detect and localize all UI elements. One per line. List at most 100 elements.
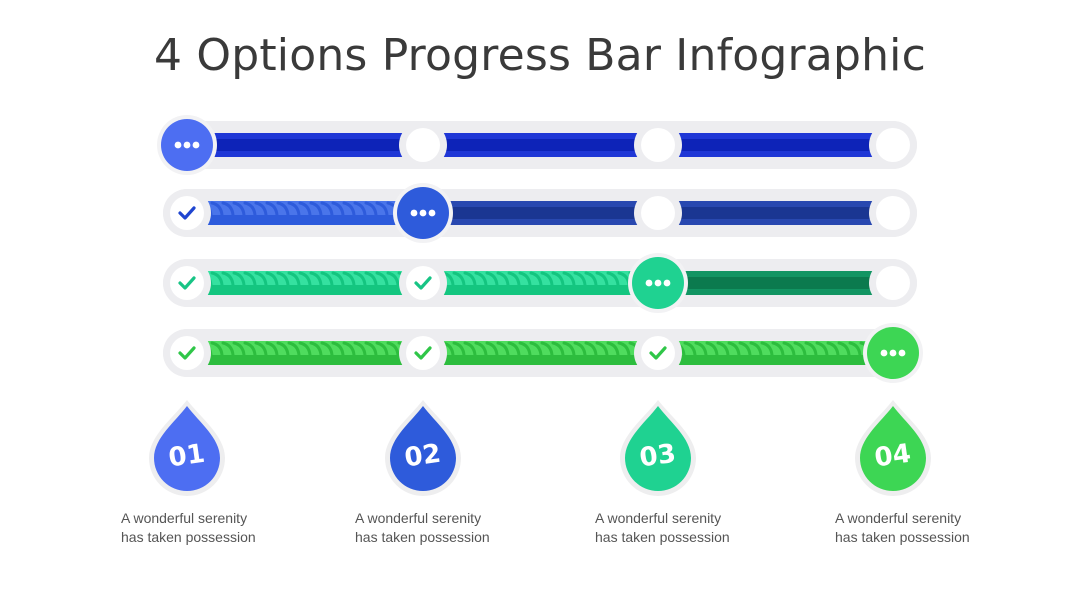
- option-caption-2: A wonderful serenity has taken possessio…: [355, 509, 535, 547]
- bar-stripe: [683, 341, 697, 357]
- bar-stripe: [232, 201, 246, 217]
- bar-stripe: [342, 201, 356, 217]
- bar-stripe: [287, 271, 301, 287]
- check-icon: [414, 276, 432, 290]
- drop-fill: [390, 406, 456, 491]
- bar-stripe: [320, 271, 334, 287]
- caption-line-1: A wonderful serenity: [835, 510, 962, 526]
- caption-line-2: has taken possession: [595, 529, 730, 545]
- bar-stripe: [386, 271, 400, 287]
- bar-stripe: [595, 341, 609, 357]
- bar-stripe: [364, 341, 378, 357]
- bar-stripe: [265, 201, 279, 217]
- option-caption-4: A wonderful serenity has taken possessio…: [835, 509, 1015, 547]
- dots-icon: [663, 279, 671, 287]
- option-badge-3: 03: [612, 398, 704, 500]
- dots-icon: [645, 279, 653, 287]
- bar-stripe: [452, 271, 466, 287]
- bar-stripe: [276, 271, 290, 287]
- option-number: 02: [403, 439, 443, 474]
- bar-stripe: [243, 271, 257, 287]
- node-pending: [876, 196, 910, 230]
- option-badge-1: 01: [141, 398, 233, 500]
- progress-bar-1: [157, 115, 917, 175]
- bar-stripe: [496, 271, 510, 287]
- node-pending: [876, 266, 910, 300]
- bar-stripe: [507, 341, 521, 357]
- dots-icon: [428, 209, 436, 217]
- bar-stripe: [221, 271, 235, 287]
- drop-fill: [625, 406, 691, 491]
- bar-stripe: [749, 341, 763, 357]
- bar-stripe: [331, 201, 345, 217]
- bar-fill-base: [201, 215, 423, 225]
- dots-icon: [419, 209, 427, 217]
- bar-fill-highlight: [201, 341, 893, 355]
- bar-stripe: [320, 201, 334, 217]
- bar-stripe: [518, 341, 532, 357]
- bar-stripe: [265, 341, 279, 357]
- bar-stripe: [804, 341, 818, 357]
- bar-fill-base: [201, 355, 893, 365]
- bar-stripe: [738, 341, 752, 357]
- bar-stripe: [529, 271, 543, 287]
- bar-stripe: [353, 271, 367, 287]
- bar-stripe: [771, 341, 785, 357]
- bar-stripe: [826, 341, 840, 357]
- node-pending: [641, 128, 675, 162]
- caption-line-2: has taken possession: [835, 529, 970, 545]
- check-icon: [178, 346, 196, 360]
- bar-stripe: [364, 201, 378, 217]
- bar-stripe: [276, 341, 290, 357]
- bar-stripe: [562, 271, 576, 287]
- bar-stripe: [342, 271, 356, 287]
- bar-stripe: [276, 201, 290, 217]
- bar-stripe: [364, 271, 378, 287]
- bar-stripe: [848, 341, 862, 357]
- bar-stripe: [331, 271, 345, 287]
- bar-stripe: [507, 271, 521, 287]
- bar-stripe: [551, 271, 565, 287]
- option-number: 01: [167, 439, 207, 474]
- dots-icon: [654, 279, 662, 287]
- bar-stripe: [485, 271, 499, 287]
- check-icon: [414, 346, 432, 360]
- option-caption-3: A wonderful serenity has taken possessio…: [595, 509, 775, 547]
- dots-icon: [174, 141, 182, 149]
- bar-stripe: [595, 271, 609, 287]
- bar-stripe: [573, 341, 587, 357]
- caption-line-1: A wonderful serenity: [355, 510, 482, 526]
- drop-icon: 04: [855, 400, 931, 496]
- bar-stripe: [254, 271, 268, 287]
- bar-stripe: [793, 341, 807, 357]
- bar-stripe: [463, 341, 477, 357]
- bar-stripe: [375, 341, 389, 357]
- dots-icon: [898, 349, 906, 357]
- caption-line-1: A wonderful serenity: [121, 510, 248, 526]
- progress-bar-2: [163, 183, 917, 243]
- option-badge-4: 04: [847, 398, 939, 500]
- caption-line-2: has taken possession: [121, 529, 256, 545]
- bar-stripe: [551, 341, 565, 357]
- node-pending: [876, 128, 910, 162]
- bar-remaining-highlight: [658, 271, 889, 277]
- bar-stripe: [540, 341, 554, 357]
- drop-icon: 01: [149, 400, 225, 496]
- option-badge-2: 02: [377, 398, 469, 500]
- bar-stripe: [221, 341, 235, 357]
- bar-stripe: [309, 201, 323, 217]
- option-number: 04: [873, 439, 913, 474]
- bar-stripe: [617, 341, 631, 357]
- bar-stripe: [287, 201, 301, 217]
- drop-icon: 03: [620, 400, 696, 496]
- bar-stripe: [837, 341, 851, 357]
- bar-stripe: [606, 341, 620, 357]
- bar-stripe: [232, 341, 246, 357]
- bar-stripe: [562, 341, 576, 357]
- dots-icon: [183, 141, 191, 149]
- bar-stripe: [232, 271, 246, 287]
- bar-stripe: [584, 341, 598, 357]
- node-done: [170, 196, 204, 230]
- bar-stripe: [210, 341, 224, 357]
